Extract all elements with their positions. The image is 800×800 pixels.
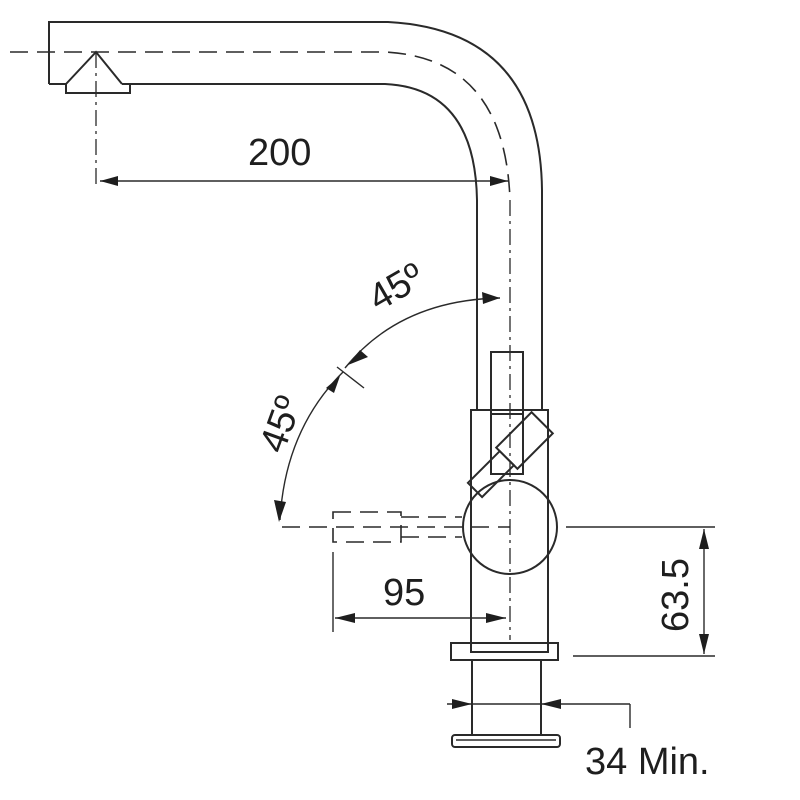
angle-dimensions: 45º 45º — [252, 255, 501, 522]
lever-angled — [466, 410, 555, 499]
lever-horizontal — [282, 511, 510, 543]
faucet-body — [462, 351, 558, 653]
angle-upper-label: 45º — [362, 255, 432, 320]
dimension-handle-reach: 95 — [332, 552, 506, 632]
dimension-hole-diameter: 34 Min. — [447, 699, 710, 783]
dimension-spout-reach: 200 — [100, 132, 508, 186]
dimension-body-height: 63.5 — [566, 526, 715, 657]
body-height-label: 63.5 — [655, 558, 697, 632]
spout — [10, 21, 543, 640]
angle-lower-label: 45º — [252, 391, 311, 458]
base-and-shank — [450, 642, 561, 748]
handle-reach-label: 95 — [383, 572, 425, 614]
hole-diameter-label: 34 Min. — [585, 741, 710, 783]
spout-reach-label: 200 — [248, 132, 311, 174]
